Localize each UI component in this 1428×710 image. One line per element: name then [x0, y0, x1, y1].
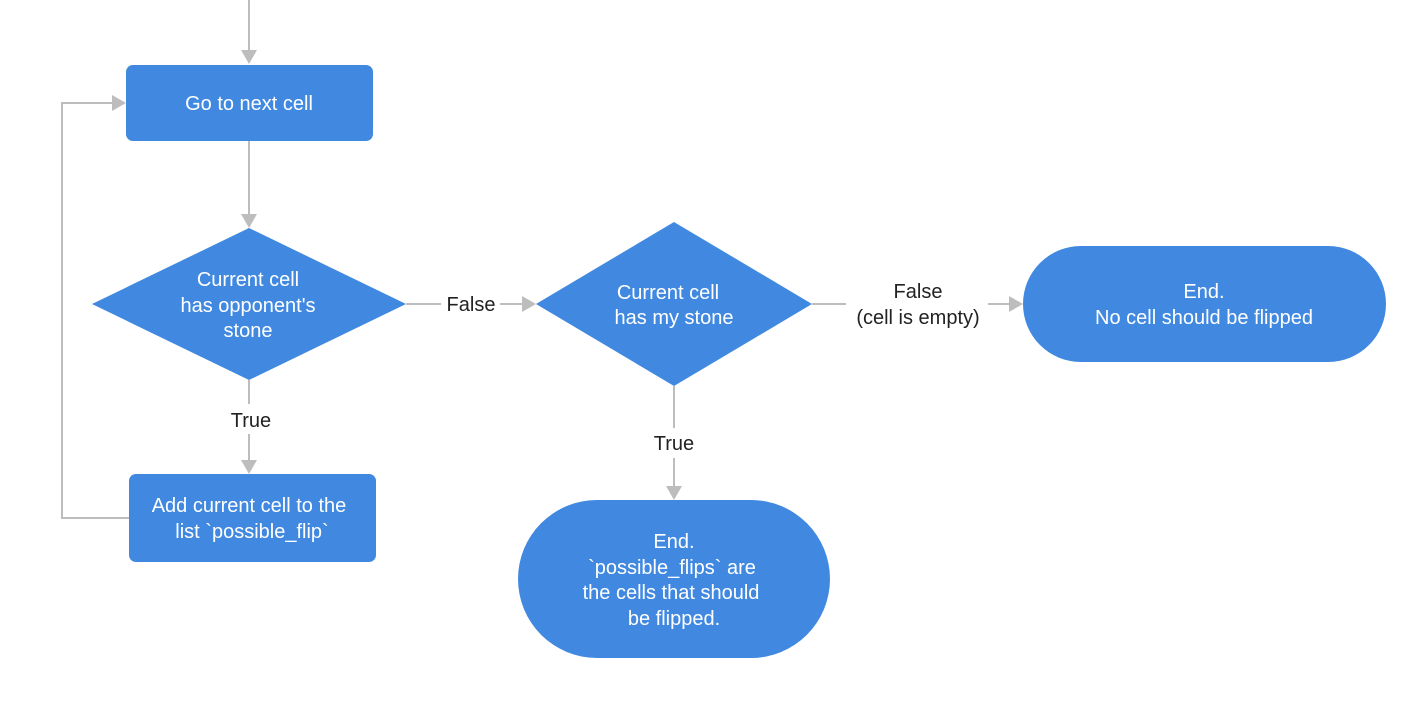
node-opponent-stone-line-2: has opponent's — [180, 295, 315, 317]
node-opponent-stone-decision[interactable]: Current cell has opponent's stone — [92, 228, 406, 380]
node-my-stone-line-1: Current cell — [617, 282, 719, 304]
edge-loop-back — [61, 95, 129, 519]
node-opponent-stone-line-3: stone — [224, 320, 273, 342]
node-end-no-flip[interactable]: End. No cell should be flipped — [1023, 246, 1386, 362]
node-my-stone-decision[interactable]: Current cell has my stone — [536, 222, 812, 386]
edge-label-my-stone-false-2: (cell is empty) — [856, 307, 979, 329]
node-go-to-next-cell-text: Go to next cell — [185, 93, 313, 115]
edge-my-stone-true: True — [654, 386, 694, 500]
edge-opponent-false: False — [406, 294, 536, 316]
edge-label-opponent-false: False — [447, 294, 496, 316]
edge-label-my-stone-false-1: False — [894, 281, 943, 303]
node-go-to-next-cell[interactable]: Go to next cell — [126, 65, 373, 141]
node-end-flips-line-2: `possible_flips` are — [588, 557, 756, 579]
node-end-possible-flips[interactable]: End. `possible_flips` are the cells that… — [518, 500, 830, 658]
edge-my-stone-false: False (cell is empty) — [812, 281, 1023, 329]
node-add-current-cell-line-1: Add current cell to the — [152, 495, 347, 517]
node-end-no-flip-line-2: No cell should be flipped — [1095, 307, 1313, 329]
node-opponent-stone-line-1: Current cell — [197, 269, 299, 291]
edge-opponent-true: True — [231, 380, 271, 474]
edge-label-my-stone-true: True — [654, 433, 694, 455]
node-end-flips-line-1: End. — [653, 531, 694, 553]
node-end-no-flip-line-1: End. — [1183, 281, 1224, 303]
node-add-current-cell[interactable]: Add current cell to the list `possible_f… — [129, 474, 376, 562]
nodes: Go to next cell Current cell has opponen… — [92, 65, 1386, 658]
node-end-flips-line-4: be flipped. — [628, 608, 720, 630]
edge-label-opponent-true: True — [231, 410, 271, 432]
edges: False True False (cell is empty) Tr — [61, 0, 1023, 519]
edge-entry — [241, 0, 257, 64]
node-end-flips-line-3: the cells that should — [583, 582, 760, 604]
edge-next-to-opponent — [241, 141, 257, 228]
node-my-stone-line-2: has my stone — [615, 307, 734, 329]
node-add-current-cell-line-2: list `possible_flip` — [175, 521, 328, 543]
